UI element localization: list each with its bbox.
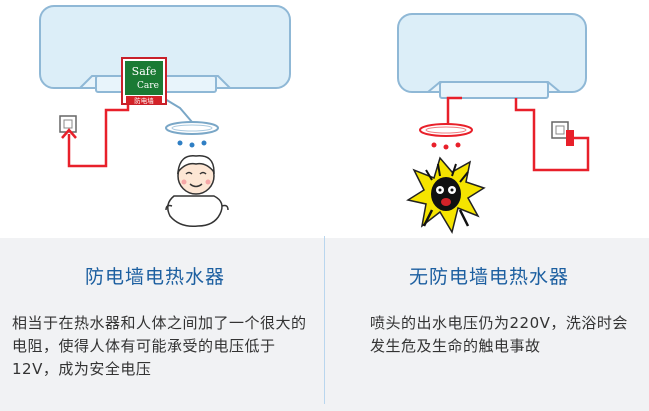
right-plug xyxy=(566,130,574,146)
electrocuted-person-icon xyxy=(406,156,486,234)
badge-care-text: Care xyxy=(137,81,159,91)
right-red-hose xyxy=(446,96,462,124)
right-red-wire xyxy=(514,98,590,172)
right-wall-socket xyxy=(551,121,569,139)
left-red-wire-arrow xyxy=(61,128,77,139)
left-panel-title: 防电墙电热水器 xyxy=(84,266,225,288)
left-shower-head xyxy=(165,121,219,148)
right-panel-title: 无防电墙电热水器 xyxy=(408,266,569,288)
panel-divider xyxy=(324,236,325,404)
badge-safe-text: Safe xyxy=(132,65,157,78)
happy-person-icon xyxy=(165,155,229,228)
right-shower-head xyxy=(419,123,473,150)
right-panel-description: 喷头的出水电压仍为220V，洗浴时会发生危及生命的触电事故 xyxy=(370,314,628,355)
badge-chinese-text: 防电墙 xyxy=(134,96,154,105)
safe-care-badge: Safe Care 防电墙 xyxy=(121,57,167,105)
left-panel-description: 相当于在热水器和人体之间加了一个很大的电阻，使得人体有可能承受的电压低于12V，… xyxy=(12,314,307,378)
right-water-heater xyxy=(397,13,587,99)
left-red-wire xyxy=(67,96,130,168)
